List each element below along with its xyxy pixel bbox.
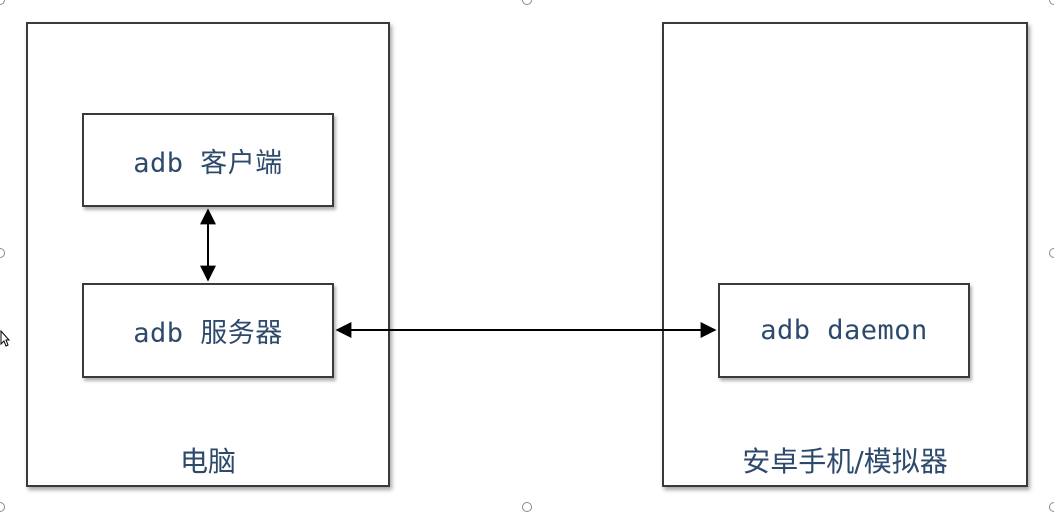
pc-container: [26, 22, 390, 487]
selection-handle-bottom-left[interactable]: [0, 502, 5, 512]
selection-handle-bottom-center[interactable]: [522, 502, 532, 512]
selection-handle-bottom-right[interactable]: [1049, 502, 1054, 512]
selection-handle-middle-right[interactable]: [1049, 248, 1054, 258]
selection-handle-top-left[interactable]: [0, 0, 5, 5]
adb-client-node: adb 客户端: [82, 113, 334, 207]
mouse-cursor-icon: [0, 330, 10, 347]
adb-server-node: adb 服务器: [82, 283, 334, 378]
adb-daemon-node: adb daemon: [718, 283, 970, 378]
selection-handle-top-right[interactable]: [1049, 0, 1054, 5]
selection-handle-middle-left[interactable]: [0, 248, 5, 258]
device-label: 安卓手机/模拟器: [742, 445, 948, 478]
selection-handle-top-center[interactable]: [522, 0, 532, 5]
pc-label: 电脑: [179, 445, 236, 478]
device-container: [662, 22, 1028, 487]
